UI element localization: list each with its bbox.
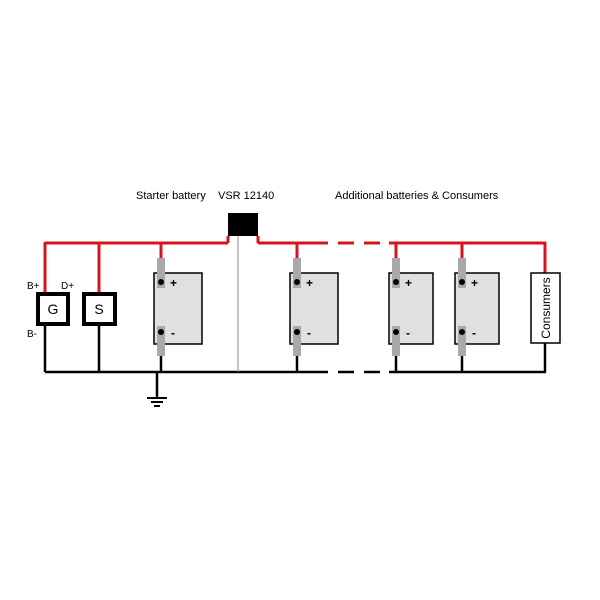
aux-battery-2-negative-terminal xyxy=(392,326,400,356)
starter-battery-negative-terminal xyxy=(157,326,165,356)
negative-wires xyxy=(43,326,547,397)
generator-box xyxy=(36,292,70,326)
aux-battery-1: + - xyxy=(289,258,339,356)
aux-battery-3-positive-terminal xyxy=(458,258,466,288)
aux-battery-3-negative-terminal xyxy=(458,326,466,356)
additional-batteries-label: Additional batteries & Consumers xyxy=(335,190,499,202)
terminal-bolt-icon xyxy=(459,329,465,335)
terminal-bolt-icon xyxy=(393,329,399,335)
consumers: Consumers xyxy=(530,272,561,344)
minus-sign: - xyxy=(307,326,311,340)
consumers-box xyxy=(530,272,561,344)
vsr-label: VSR 12140 xyxy=(218,190,274,202)
vsr-relay xyxy=(228,213,258,236)
generator-bplus-label: B+ xyxy=(27,281,40,292)
aux-battery-3: + - xyxy=(454,258,500,356)
starter-letter: S xyxy=(94,301,103,317)
aux-battery-2: + - xyxy=(388,258,434,356)
starter-box xyxy=(82,292,117,326)
terminal-bolt-icon xyxy=(294,279,300,285)
starter-battery: + - xyxy=(153,258,203,356)
plus-sign: + xyxy=(405,276,412,290)
starter-battery-label: Starter battery xyxy=(136,190,206,202)
aux-battery-1-positive-terminal xyxy=(293,258,301,288)
generator-dplus-label: D+ xyxy=(61,281,74,292)
plus-sign: + xyxy=(471,276,478,290)
terminal-bolt-icon xyxy=(459,279,465,285)
terminal-bolt-icon xyxy=(393,279,399,285)
generator: G B+ D+ B- xyxy=(27,281,74,340)
aux-battery-1-negative-terminal xyxy=(293,326,301,356)
minus-sign: - xyxy=(171,326,175,340)
minus-sign: - xyxy=(406,326,410,340)
minus-sign: - xyxy=(472,326,476,340)
plus-sign: + xyxy=(170,276,177,290)
terminal-bolt-icon xyxy=(294,329,300,335)
aux-battery-2-positive-terminal xyxy=(392,258,400,288)
starter-battery-positive-terminal xyxy=(157,258,165,288)
terminal-bolt-icon xyxy=(158,329,164,335)
consumers-label: Consumers xyxy=(539,277,553,338)
ground-icon xyxy=(147,397,167,407)
starter-motor: S xyxy=(82,292,117,326)
generator-bminus-label: B- xyxy=(27,329,37,340)
positive-wires xyxy=(43,236,547,293)
plus-sign: + xyxy=(306,276,313,290)
terminal-bolt-icon xyxy=(158,279,164,285)
generator-letter: G xyxy=(48,301,59,317)
